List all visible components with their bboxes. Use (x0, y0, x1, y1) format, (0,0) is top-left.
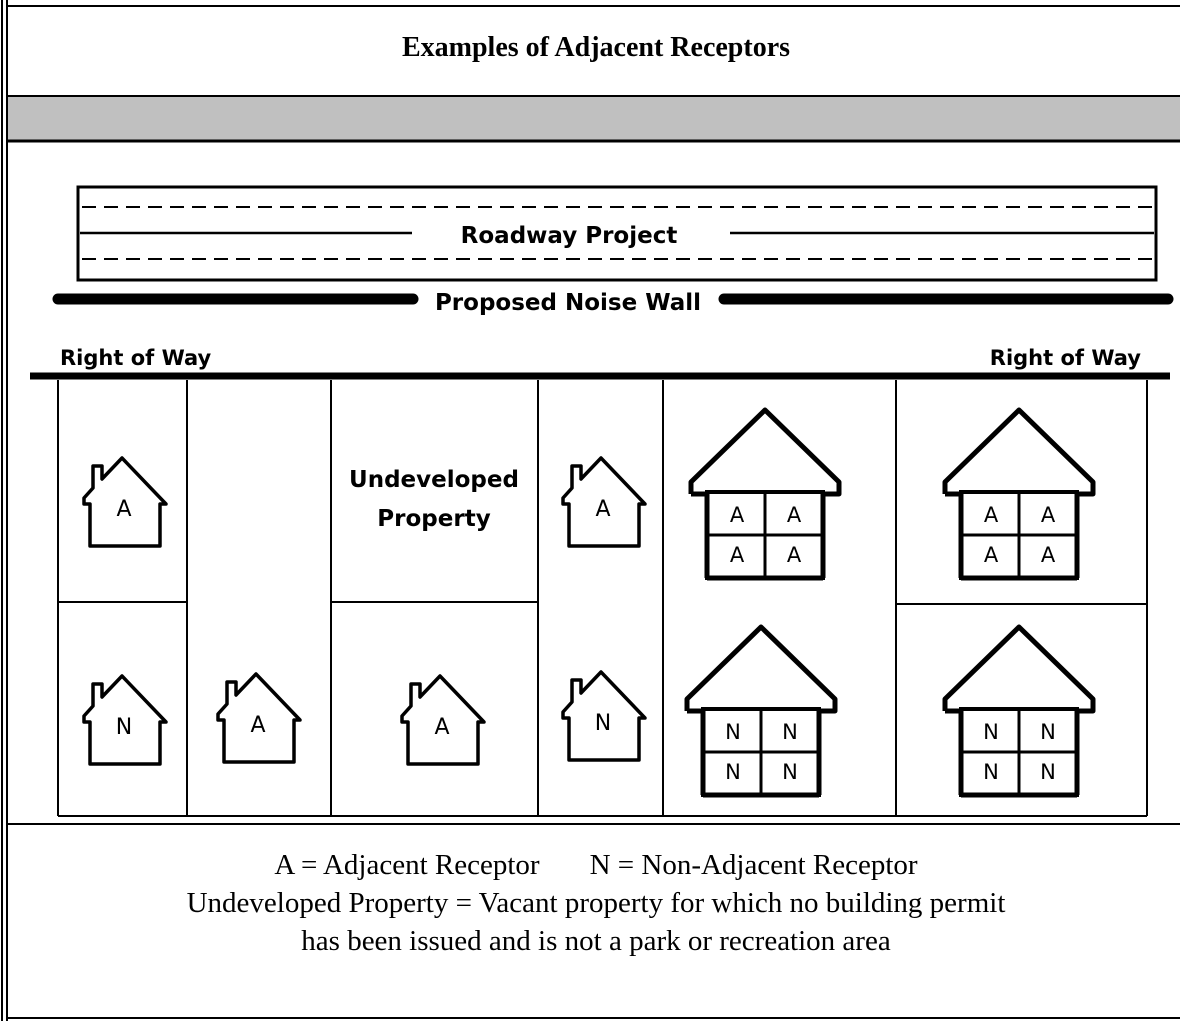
gray-band (8, 97, 1180, 140)
svg-text:A: A (1041, 503, 1056, 527)
apartment-icon: N N N N (945, 627, 1093, 795)
row-right-label: Right of Way (990, 346, 1142, 370)
legend-line-3: has been issued and is not a park or rec… (301, 925, 891, 957)
svg-text:N: N (1040, 720, 1056, 744)
house-icon: A (82, 456, 168, 548)
house-icon: N (561, 670, 647, 762)
legend-adjacent: A = Adjacent Receptor (274, 849, 540, 881)
right-of-way: Right of Way Right of Way (30, 346, 1170, 380)
svg-text:A: A (434, 715, 449, 740)
apartment-icon: N N N N (687, 627, 835, 795)
house-icon: A (216, 672, 302, 764)
house-icon: A (561, 456, 647, 548)
noise-wall: Proposed Noise Wall (52, 290, 1174, 316)
undeveloped-label-line1: Undeveloped (349, 467, 519, 493)
svg-text:N: N (595, 711, 611, 736)
svg-text:N: N (116, 715, 132, 740)
page-title: Examples of Adjacent Receptors (401, 32, 791, 63)
svg-text:N: N (782, 760, 798, 784)
svg-text:N: N (983, 720, 999, 744)
legend: A = Adjacent Receptor N = Non-Adjacent Re… (12, 846, 1180, 960)
legend-line-1: A = Adjacent Receptor N = Non-Adjacent Re… (12, 846, 1180, 884)
svg-text:A: A (787, 503, 802, 527)
svg-text:A: A (250, 713, 265, 738)
undeveloped-property-label: Undeveloped Property (349, 467, 519, 532)
undeveloped-label-line2: Property (377, 506, 490, 532)
svg-text:A: A (595, 497, 610, 522)
svg-text:A: A (730, 543, 745, 567)
svg-text:N: N (1040, 760, 1056, 784)
legend-line-2: Undeveloped Property = Vacant property f… (186, 887, 1006, 919)
apartment-icon: A A A A (691, 410, 839, 578)
house-icon: N (82, 674, 168, 766)
svg-text:A: A (116, 497, 131, 522)
svg-text:A: A (730, 503, 745, 527)
apartment-icon: A A A A (945, 410, 1093, 578)
legend-non-adjacent: N = Non-Adjacent Receptor (589, 849, 918, 881)
svg-text:N: N (725, 720, 741, 744)
svg-text:A: A (787, 543, 802, 567)
svg-text:A: A (984, 543, 999, 567)
roadway-label: Roadway Project (461, 223, 678, 249)
svg-text:N: N (983, 760, 999, 784)
svg-text:A: A (1041, 543, 1056, 567)
noise-wall-label: Proposed Noise Wall (435, 290, 701, 316)
svg-text:A: A (984, 503, 999, 527)
house-icon: A (400, 674, 486, 766)
row-left-label: Right of Way (60, 346, 212, 370)
svg-text:N: N (782, 720, 798, 744)
svg-text:N: N (725, 760, 741, 784)
parcel-grid (57, 380, 1148, 817)
roadway-project: Roadway Project (76, 185, 1158, 282)
